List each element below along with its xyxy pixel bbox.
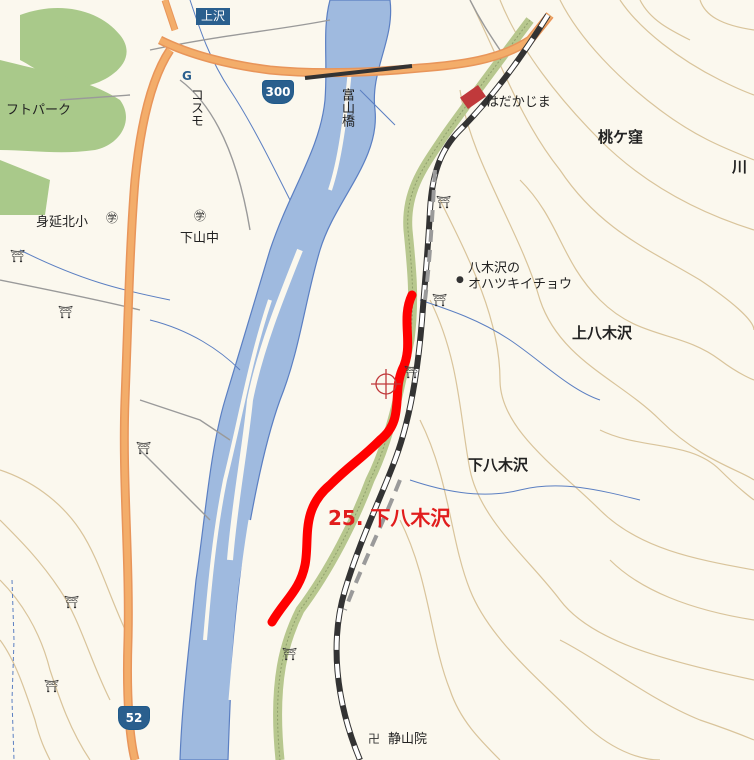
label-park: フトパーク — [6, 103, 72, 118]
torii-icon: ⛩ — [432, 293, 448, 307]
torii-icon: ⛩ — [436, 195, 452, 209]
contour-lines — [399, 0, 754, 760]
station-hadakajima — [459, 84, 487, 110]
label-yagisawa-no: 八木沢の — [468, 261, 521, 276]
label-shimoyama-jhs: 下山中 — [180, 231, 220, 246]
label-hadakajima: はだかじま — [486, 95, 551, 110]
label-momogakubo: 桃ケ窪 — [598, 128, 644, 146]
school-icon: ㊫ — [106, 211, 119, 225]
tomiyama-bridge — [304, 64, 413, 80]
torii-icon: ⛩ — [282, 647, 298, 661]
label-cosmo: コスモ — [188, 88, 203, 127]
torii-icon: ⛩ — [404, 365, 420, 379]
forest-areas — [0, 7, 127, 215]
temple-icon: 卍 — [368, 732, 381, 746]
torii-icon: ⛩ — [58, 305, 74, 319]
minor-roads — [0, 0, 501, 521]
label-kami-yagisawa: 上八木沢 — [572, 324, 633, 342]
road-shield-300: 300 — [262, 80, 294, 104]
crosshair-icon — [371, 369, 401, 399]
torii-icon: ⛩ — [64, 595, 80, 609]
river — [19, 0, 641, 760]
point-icon: ● — [456, 275, 464, 285]
label-minobu-north-elementary: 身延北小 — [36, 215, 89, 230]
label-seizan-in: 静山院 — [388, 732, 428, 747]
railway — [333, 13, 551, 760]
school-icon: ㊫ — [194, 209, 207, 223]
torii-icon: ⛩ — [10, 249, 26, 263]
tunnel-section — [343, 169, 437, 611]
road-shield-52: 52 — [118, 706, 150, 730]
walking-route — [267, 290, 417, 627]
torii-icon: ⛩ — [136, 441, 152, 455]
label-shimo-yagisawa: 下八木沢 — [468, 456, 529, 474]
boundary-line — [11, 579, 15, 760]
place-badge-kamizawa: 上沢 — [196, 8, 231, 26]
label-tomiyama-bridge: 富山橋 — [339, 88, 354, 127]
label-kawa: 川 — [732, 158, 748, 176]
label-ohatsuki-icho: オハツキイチョウ — [468, 277, 573, 292]
route-label: 25. 下八木沢 — [328, 506, 451, 530]
contour-lines-west — [0, 469, 131, 760]
torii-icon: ⛩ — [44, 679, 60, 693]
gas-station-icon: G — [182, 69, 192, 83]
